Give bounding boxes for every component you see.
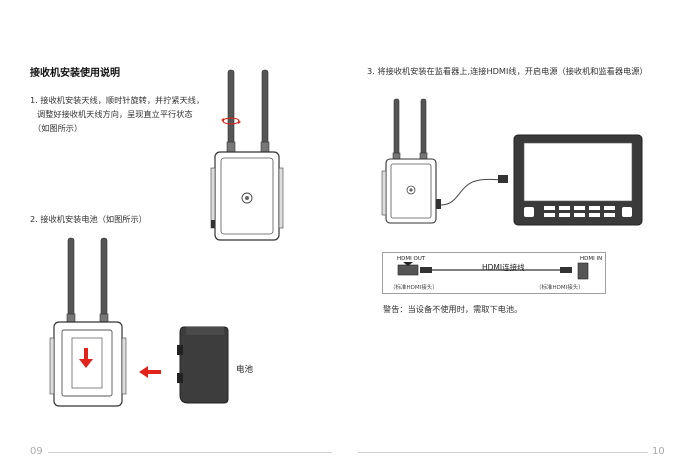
right-plug-label: （标准HDMI接头） (536, 285, 584, 291)
hdmi-in-label: HDMI IN (580, 256, 603, 262)
battery-illustration (177, 326, 229, 404)
receiver-battery-illustration (49, 237, 127, 407)
battery-label: 电池 (236, 365, 254, 375)
warning-text: 警告：当设备不使用时，需取下电池。 (383, 304, 523, 314)
step2-instructions: 2. 接收机安装电池（如图所示） (30, 214, 147, 224)
hdmi-diagram-frame (382, 252, 606, 294)
step1-instructions: 1. 接收机安装天线，顺时针旋转，并拧紧天线， 调整好接收机天线方向，呈现直立平… (30, 93, 204, 135)
hdmi-cable-label: HDMI连接线 (482, 263, 525, 272)
left-plug-label: （标准HDMI接头） (390, 285, 438, 291)
footer-rule-left (48, 452, 332, 453)
insert-arrow-icon (139, 366, 161, 378)
step1-line3: （如图所示） (33, 123, 83, 133)
hdmi-out-label: HDMI OUT (397, 256, 426, 262)
page-number-right: 10 (652, 446, 665, 457)
page-number-left: 09 (30, 446, 43, 457)
section-title: 接收机安装使用说明 (30, 68, 120, 79)
footer-rule-right (358, 452, 648, 453)
step3-instructions: 3. 将接收机安装在监看器上,连接HDMI线，开启电源（接收机和监看器电源） (367, 66, 648, 76)
step1-line2: 调整好接收机天线方向，呈现直立平行状态 (37, 109, 193, 119)
receiver-monitor-illustration (381, 98, 643, 226)
receiver-antenna-illustration (210, 69, 284, 241)
step1-line1: 1. 接收机安装天线，顺时针旋转，并拧紧天线， (30, 95, 205, 105)
